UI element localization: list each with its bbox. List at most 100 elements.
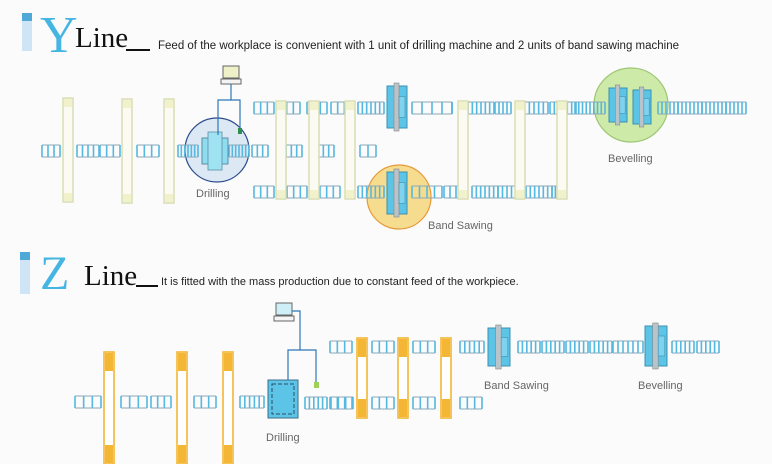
cross-transfer-cap [516, 102, 524, 110]
z-computer-keyboard [273, 315, 295, 322]
conveyor-segment [239, 395, 265, 409]
y-bevelling-machine-2-head [643, 98, 650, 116]
conveyor-segment [371, 340, 395, 354]
y-bevelling-machine-2-blade [638, 86, 645, 128]
cross-transfer-cap [277, 190, 285, 198]
cross-transfer-cap [310, 102, 318, 110]
cross-transfer-cap [277, 102, 285, 110]
z-line-description: It is fitted with the mass production du… [161, 276, 519, 288]
conveyor-segment [497, 185, 517, 199]
cross-transfer-cap [346, 102, 354, 110]
cross-transfer-cap [224, 445, 232, 463]
y-bevelling-machine-1-blade [614, 84, 621, 126]
cross-transfer-cap [105, 445, 113, 463]
cross-transfer [356, 337, 368, 419]
cross-transfer-cap [64, 193, 72, 201]
y-band-saw-lower-blade [393, 168, 400, 218]
conveyor-segment [41, 144, 61, 158]
cross-transfer-cap [178, 353, 186, 371]
cross-transfer [308, 100, 320, 200]
cross-transfer-cap [358, 339, 366, 357]
conveyor-segment [677, 101, 703, 115]
conveyor-segment [467, 101, 495, 115]
y-bevelling-machine-1-head [619, 96, 626, 114]
cross-transfer-cap [346, 190, 354, 198]
conveyor-segment [329, 396, 353, 410]
z-line-word: Line [84, 260, 138, 292]
conveyor-segment [612, 340, 644, 354]
conveyor-segment [120, 395, 148, 409]
conveyor-segment [725, 101, 747, 115]
conveyor-segment [136, 144, 160, 158]
z-band-saw-head [500, 337, 509, 357]
cross-transfer [163, 98, 175, 204]
cross-transfer-cap [310, 190, 318, 198]
y-band-saw-upper-head [398, 96, 406, 118]
y-band-saw-upper-blade [393, 82, 400, 132]
cross-transfer-cap [123, 100, 131, 108]
y-line-word: Line [75, 22, 129, 54]
cross-transfer-cap [358, 399, 366, 417]
z-line-underscore [136, 285, 158, 287]
conveyor-segment [251, 144, 269, 158]
cross-transfer [457, 100, 469, 200]
conveyor-segment [412, 340, 436, 354]
z-bevelling-machine-head [657, 335, 666, 357]
conveyor-segment [76, 144, 100, 158]
conveyor-segment [565, 340, 589, 354]
y-line-description: Feed of the workplace is convenient with… [158, 40, 679, 52]
sensor-icon [314, 382, 319, 388]
conveyor-segment [589, 340, 613, 354]
conveyor-segment [317, 144, 335, 158]
cross-transfer [275, 100, 287, 200]
conveyor-segment [285, 144, 303, 158]
cross-transfer-cap [64, 99, 72, 107]
cross-transfer-cap [442, 399, 450, 417]
conveyor-segment [228, 144, 250, 158]
conveyor-segment [471, 185, 499, 199]
cross-transfer-cap [399, 399, 407, 417]
cross-transfer-cap [123, 194, 131, 202]
cross-transfer [222, 351, 234, 464]
cross-transfer-cap [558, 190, 566, 198]
cross-transfer-cap [399, 339, 407, 357]
cross-transfer-cap [105, 353, 113, 371]
conveyor-segment [696, 340, 720, 354]
conveyor-segment [359, 144, 377, 158]
conveyor-segment [329, 340, 353, 354]
y-bevelling-label: Bevelling [608, 153, 653, 165]
control-cable [287, 349, 300, 380]
y-line-underscore [126, 49, 150, 51]
cross-transfer [176, 351, 188, 464]
cross-transfer [440, 337, 452, 419]
control-cable [217, 84, 232, 135]
conveyor-segment [357, 101, 385, 115]
conveyor-segment [701, 101, 727, 115]
y-computer-monitor [222, 65, 240, 79]
drilling-machine-body [207, 131, 223, 171]
cross-transfer-cap [165, 100, 173, 108]
conveyor-segment [574, 101, 606, 115]
conveyor-segment [150, 395, 172, 409]
cross-transfer [121, 98, 133, 204]
y-line-section-marker [22, 13, 32, 51]
y-drilling-label: Drilling [196, 188, 230, 200]
y-band-sawing-label: Band Sawing [428, 220, 493, 232]
conveyor-segment [412, 396, 436, 410]
cross-transfer [556, 100, 568, 200]
conveyor-segment [541, 340, 565, 354]
conveyor-segment [177, 144, 199, 158]
conveyor-segment [304, 396, 328, 410]
z-band-sawing-label: Band Sawing [484, 380, 549, 392]
cross-transfer [344, 100, 356, 200]
conveyor-segment [286, 185, 308, 199]
conveyor-segment [525, 185, 553, 199]
cross-transfer [62, 97, 74, 203]
conveyor-segment [357, 185, 385, 199]
conveyor-segment [459, 396, 483, 410]
conveyor-segment [411, 101, 453, 115]
cross-transfer [514, 100, 526, 200]
conveyor-segment [319, 185, 341, 199]
z-line-letter: Z [40, 247, 70, 300]
